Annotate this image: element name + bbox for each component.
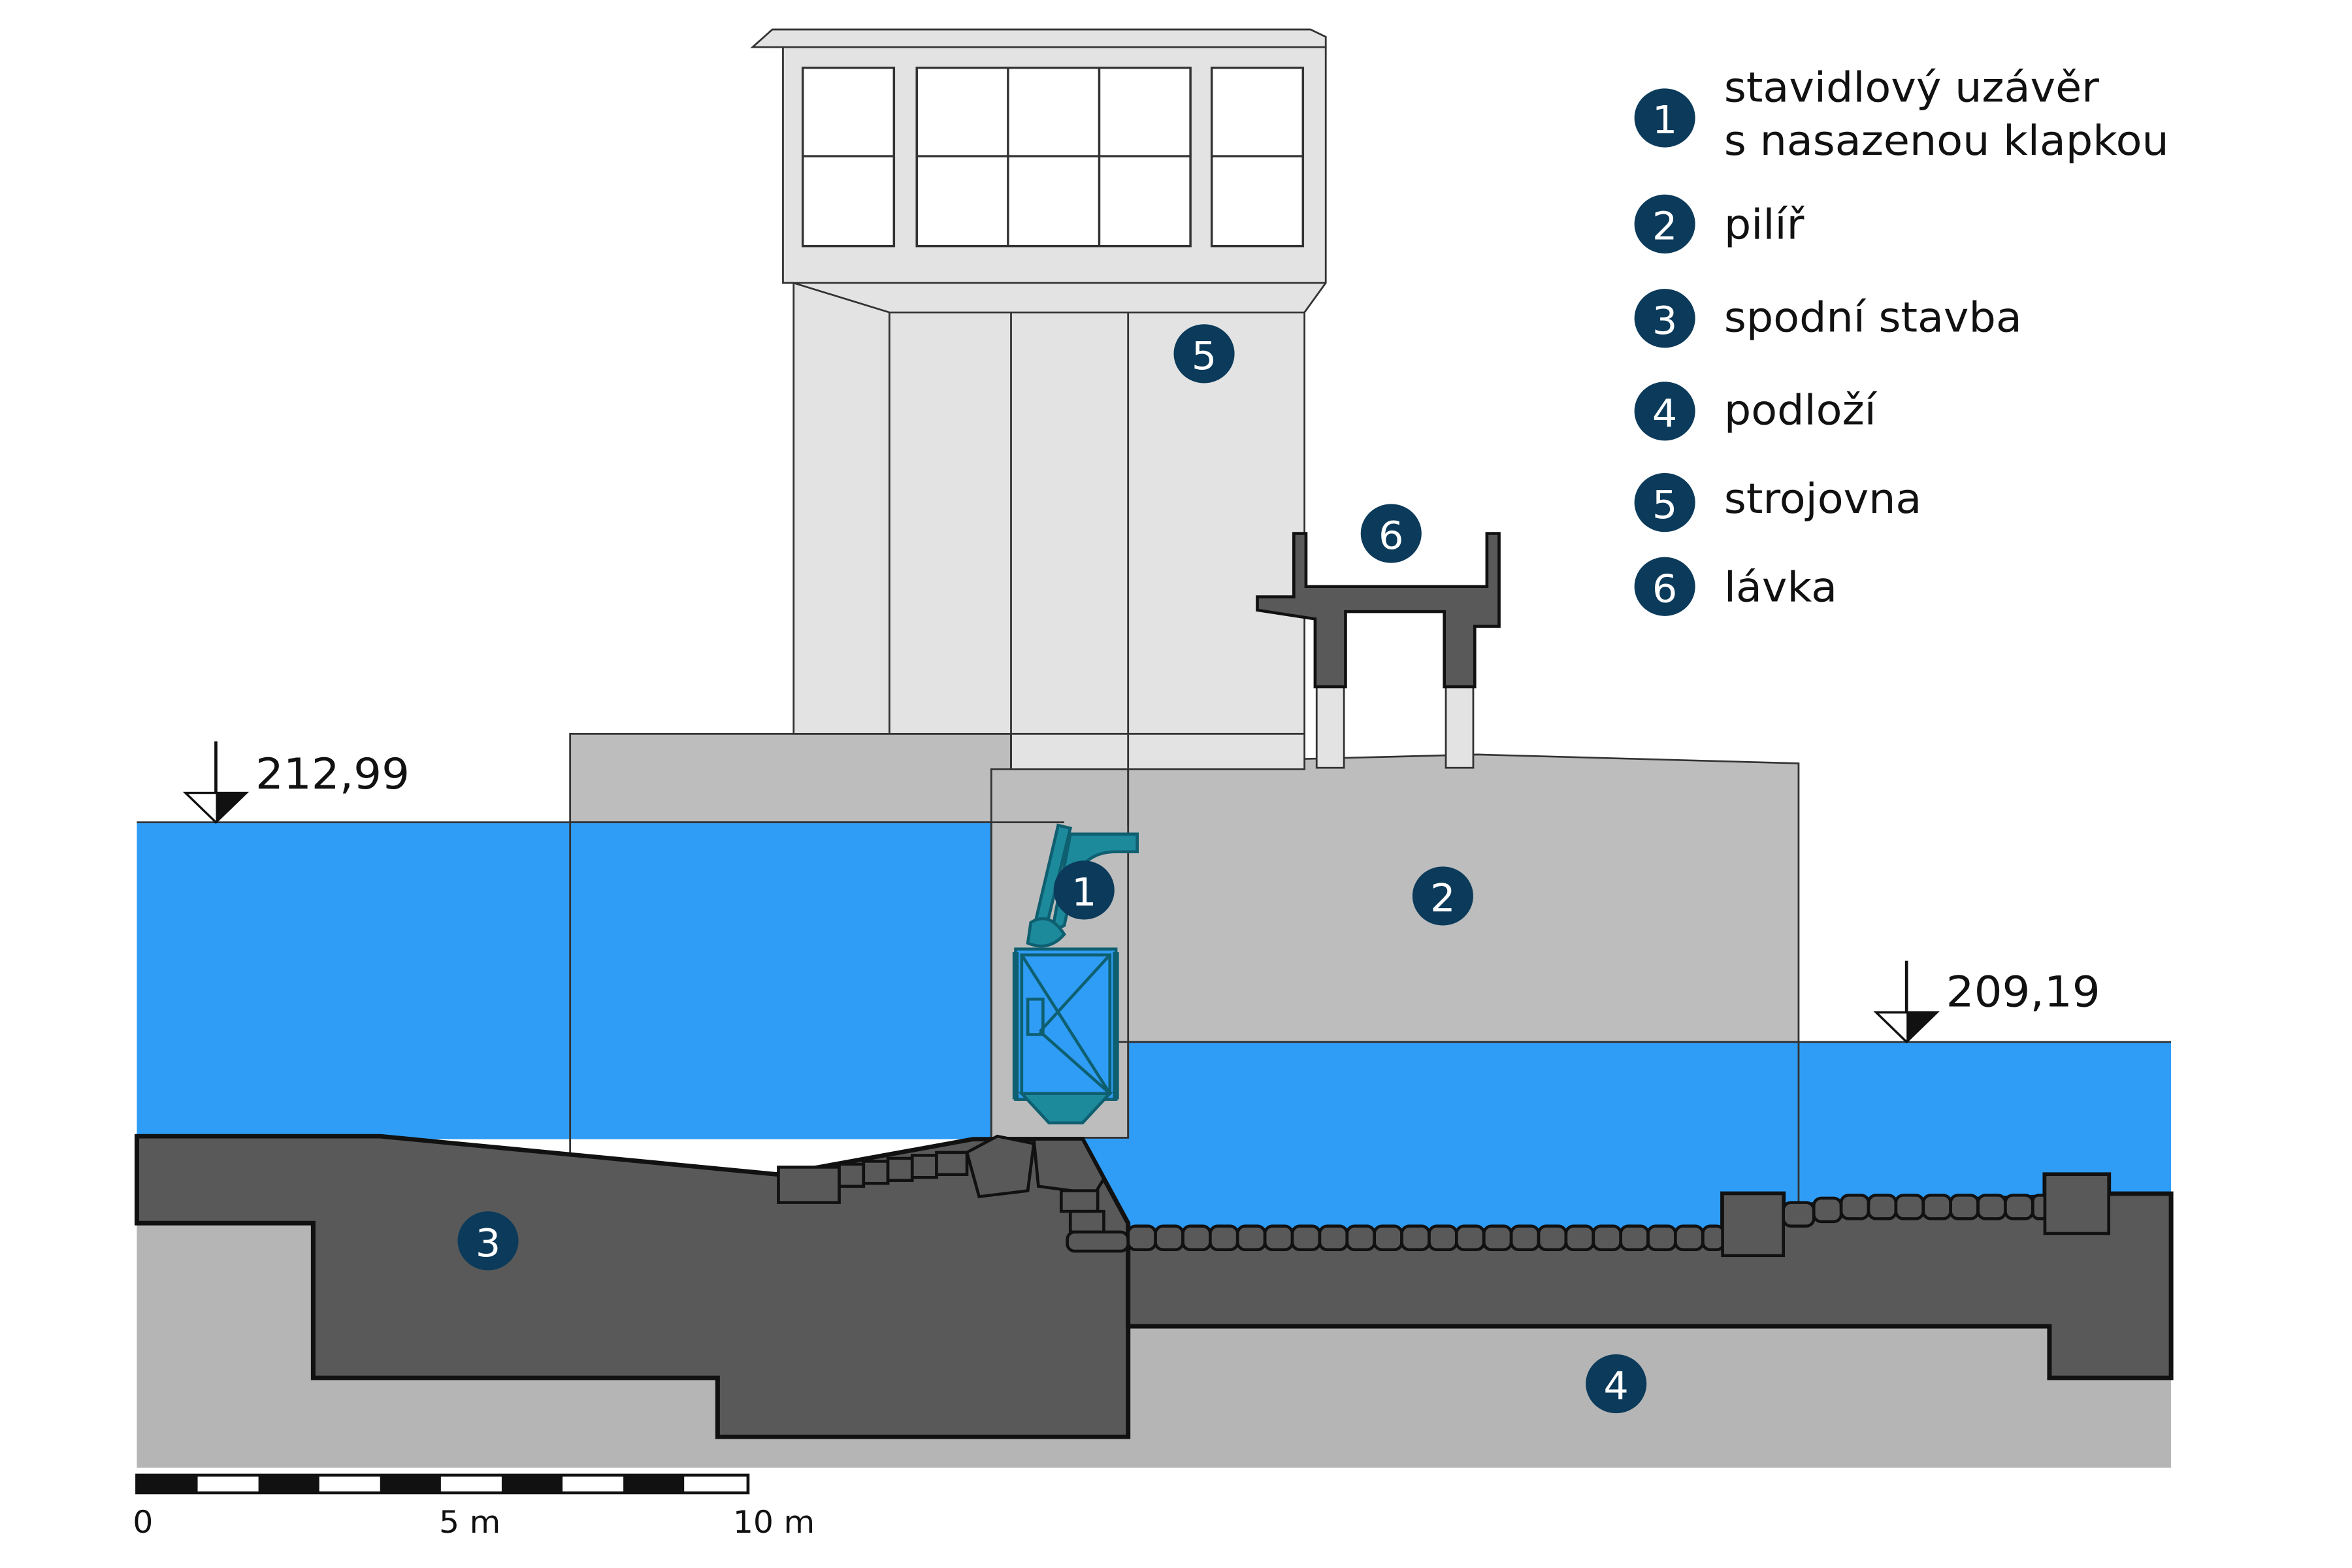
elevation-mark-upstream: 212,99 xyxy=(182,741,410,825)
legend: 1 stavidlový uzávěr s nasazenou klapkou … xyxy=(1634,64,2169,616)
svg-text:5: 5 xyxy=(1652,483,1677,528)
legend-item-2: 2 pilíř xyxy=(1634,194,1805,253)
marker-5: 5 xyxy=(1173,324,1235,384)
elevation-mark-downstream: 209,19 xyxy=(1873,960,2100,1044)
foundation xyxy=(134,1134,2174,1439)
marker-4: 4 xyxy=(1586,1354,1647,1414)
marker-2: 2 xyxy=(1412,866,1473,926)
scale-tick-10m: 10 m xyxy=(733,1505,815,1541)
svg-text:6: 6 xyxy=(1652,567,1677,612)
machine-room xyxy=(750,28,1327,826)
windows xyxy=(801,67,1305,248)
legend-item-1: 1 stavidlový uzávěr s nasazenou klapkou xyxy=(1634,64,2169,165)
svg-text:2: 2 xyxy=(1430,877,1455,921)
legend-label-4: podloží xyxy=(1724,387,1878,435)
footbridge xyxy=(1256,532,1501,769)
legend-label-2: pilíř xyxy=(1724,201,1805,249)
svg-text:2: 2 xyxy=(1652,204,1677,249)
svg-text:3: 3 xyxy=(476,1222,500,1266)
elevation-label-downstream: 209,19 xyxy=(1946,967,2100,1017)
marker-3: 3 xyxy=(457,1211,519,1271)
svg-text:1: 1 xyxy=(1071,871,1096,915)
riprap-downstream xyxy=(1066,1173,2110,1258)
svg-text:4: 4 xyxy=(1603,1365,1628,1409)
legend-item-6: 6 lávka xyxy=(1634,557,1837,616)
riprap-upstream xyxy=(777,1134,1106,1233)
legend-label-6: lávka xyxy=(1724,563,1837,612)
legend-label-3: spodní stavba xyxy=(1724,293,2022,342)
svg-text:4: 4 xyxy=(1652,392,1677,436)
legend-item-4: 4 podloží xyxy=(1634,382,1878,441)
upstream-water xyxy=(137,822,1128,1139)
legend-item-3: 3 spodní stavba xyxy=(1634,289,2022,348)
svg-text:1: 1 xyxy=(1652,99,1677,143)
svg-text:3: 3 xyxy=(1652,299,1677,344)
scale-bar: 0 5 m 10 m xyxy=(133,1473,815,1541)
legend-label-5: strojovna xyxy=(1724,475,1921,523)
scale-tick-5m: 5 m xyxy=(439,1505,500,1541)
svg-text:5: 5 xyxy=(1192,335,1217,379)
scale-tick-0: 0 xyxy=(133,1505,153,1541)
legend-label-1b: s nasazenou klapkou xyxy=(1724,117,2169,165)
legend-label-1a: stavidlový uzávěr xyxy=(1724,64,2100,112)
sluice-gate xyxy=(1012,823,1139,1125)
marker-6: 6 xyxy=(1360,504,1422,563)
legend-item-5: 5 strojovna xyxy=(1634,473,1921,532)
elevation-label-upstream: 212,99 xyxy=(255,749,410,799)
svg-text:6: 6 xyxy=(1379,514,1403,559)
marker-1: 1 xyxy=(1053,860,1115,920)
